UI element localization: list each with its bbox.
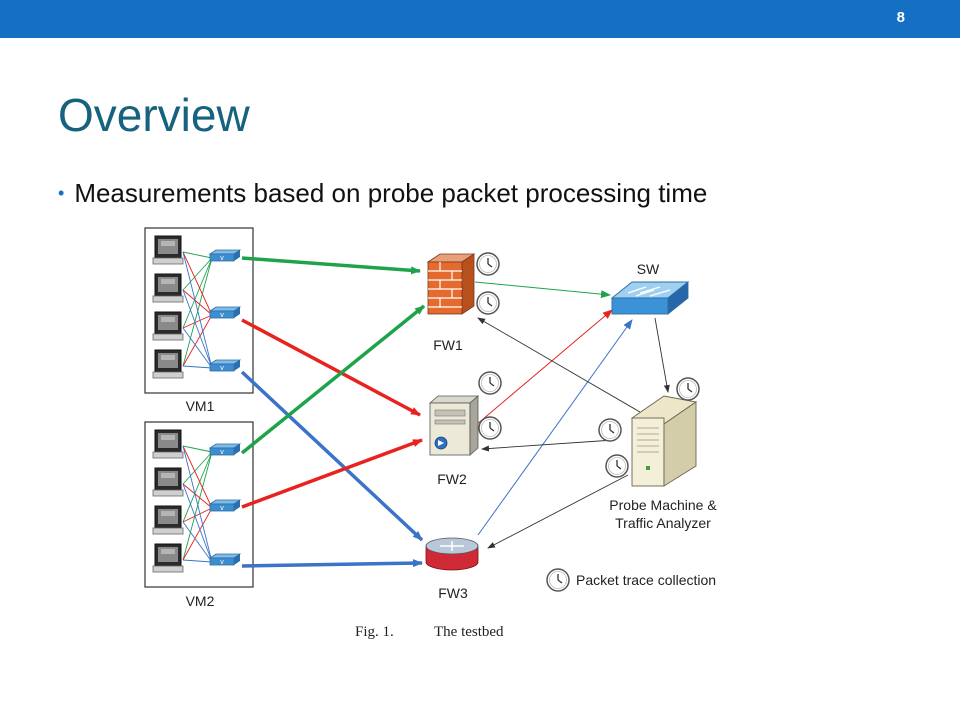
server-tower-icon	[630, 395, 698, 487]
probe-label-line1: Probe Machine &	[609, 497, 717, 513]
bullet-item: • Measurements based on probe packet proc…	[58, 178, 707, 209]
bullet-dot-icon: •	[58, 183, 65, 203]
top-bar: 8	[0, 0, 960, 38]
vm2-label: VM2	[186, 593, 215, 609]
brick-firewall-icon	[426, 253, 476, 315]
probe-lines	[477, 317, 670, 549]
figure-caption: The testbed	[434, 624, 504, 640]
fw2-label: FW2	[437, 471, 467, 487]
fw-to-sw-lines	[474, 281, 633, 536]
bullet-text: Measurements based on probe packet proce…	[74, 178, 708, 208]
slide-title: Overview	[58, 89, 250, 141]
vm1-mesh	[182, 251, 213, 369]
fw3-label: FW3	[438, 585, 468, 601]
slide-number: 8	[896, 9, 905, 26]
network-switch-icon	[610, 281, 690, 315]
fw1-label: FW1	[433, 337, 463, 353]
legend-clock-icon	[546, 568, 570, 592]
router-icon	[425, 537, 479, 571]
flow-arrows	[240, 256, 426, 568]
vm1-label: VM1	[186, 398, 215, 414]
legend-label: Packet trace collection	[576, 572, 716, 588]
vm2-mesh	[182, 445, 213, 563]
probe-label-line2: Traffic Analyzer	[615, 515, 711, 531]
sw-label: SW	[637, 261, 660, 277]
server-icon	[428, 395, 480, 456]
figure-number: Fig. 1.	[355, 624, 394, 640]
